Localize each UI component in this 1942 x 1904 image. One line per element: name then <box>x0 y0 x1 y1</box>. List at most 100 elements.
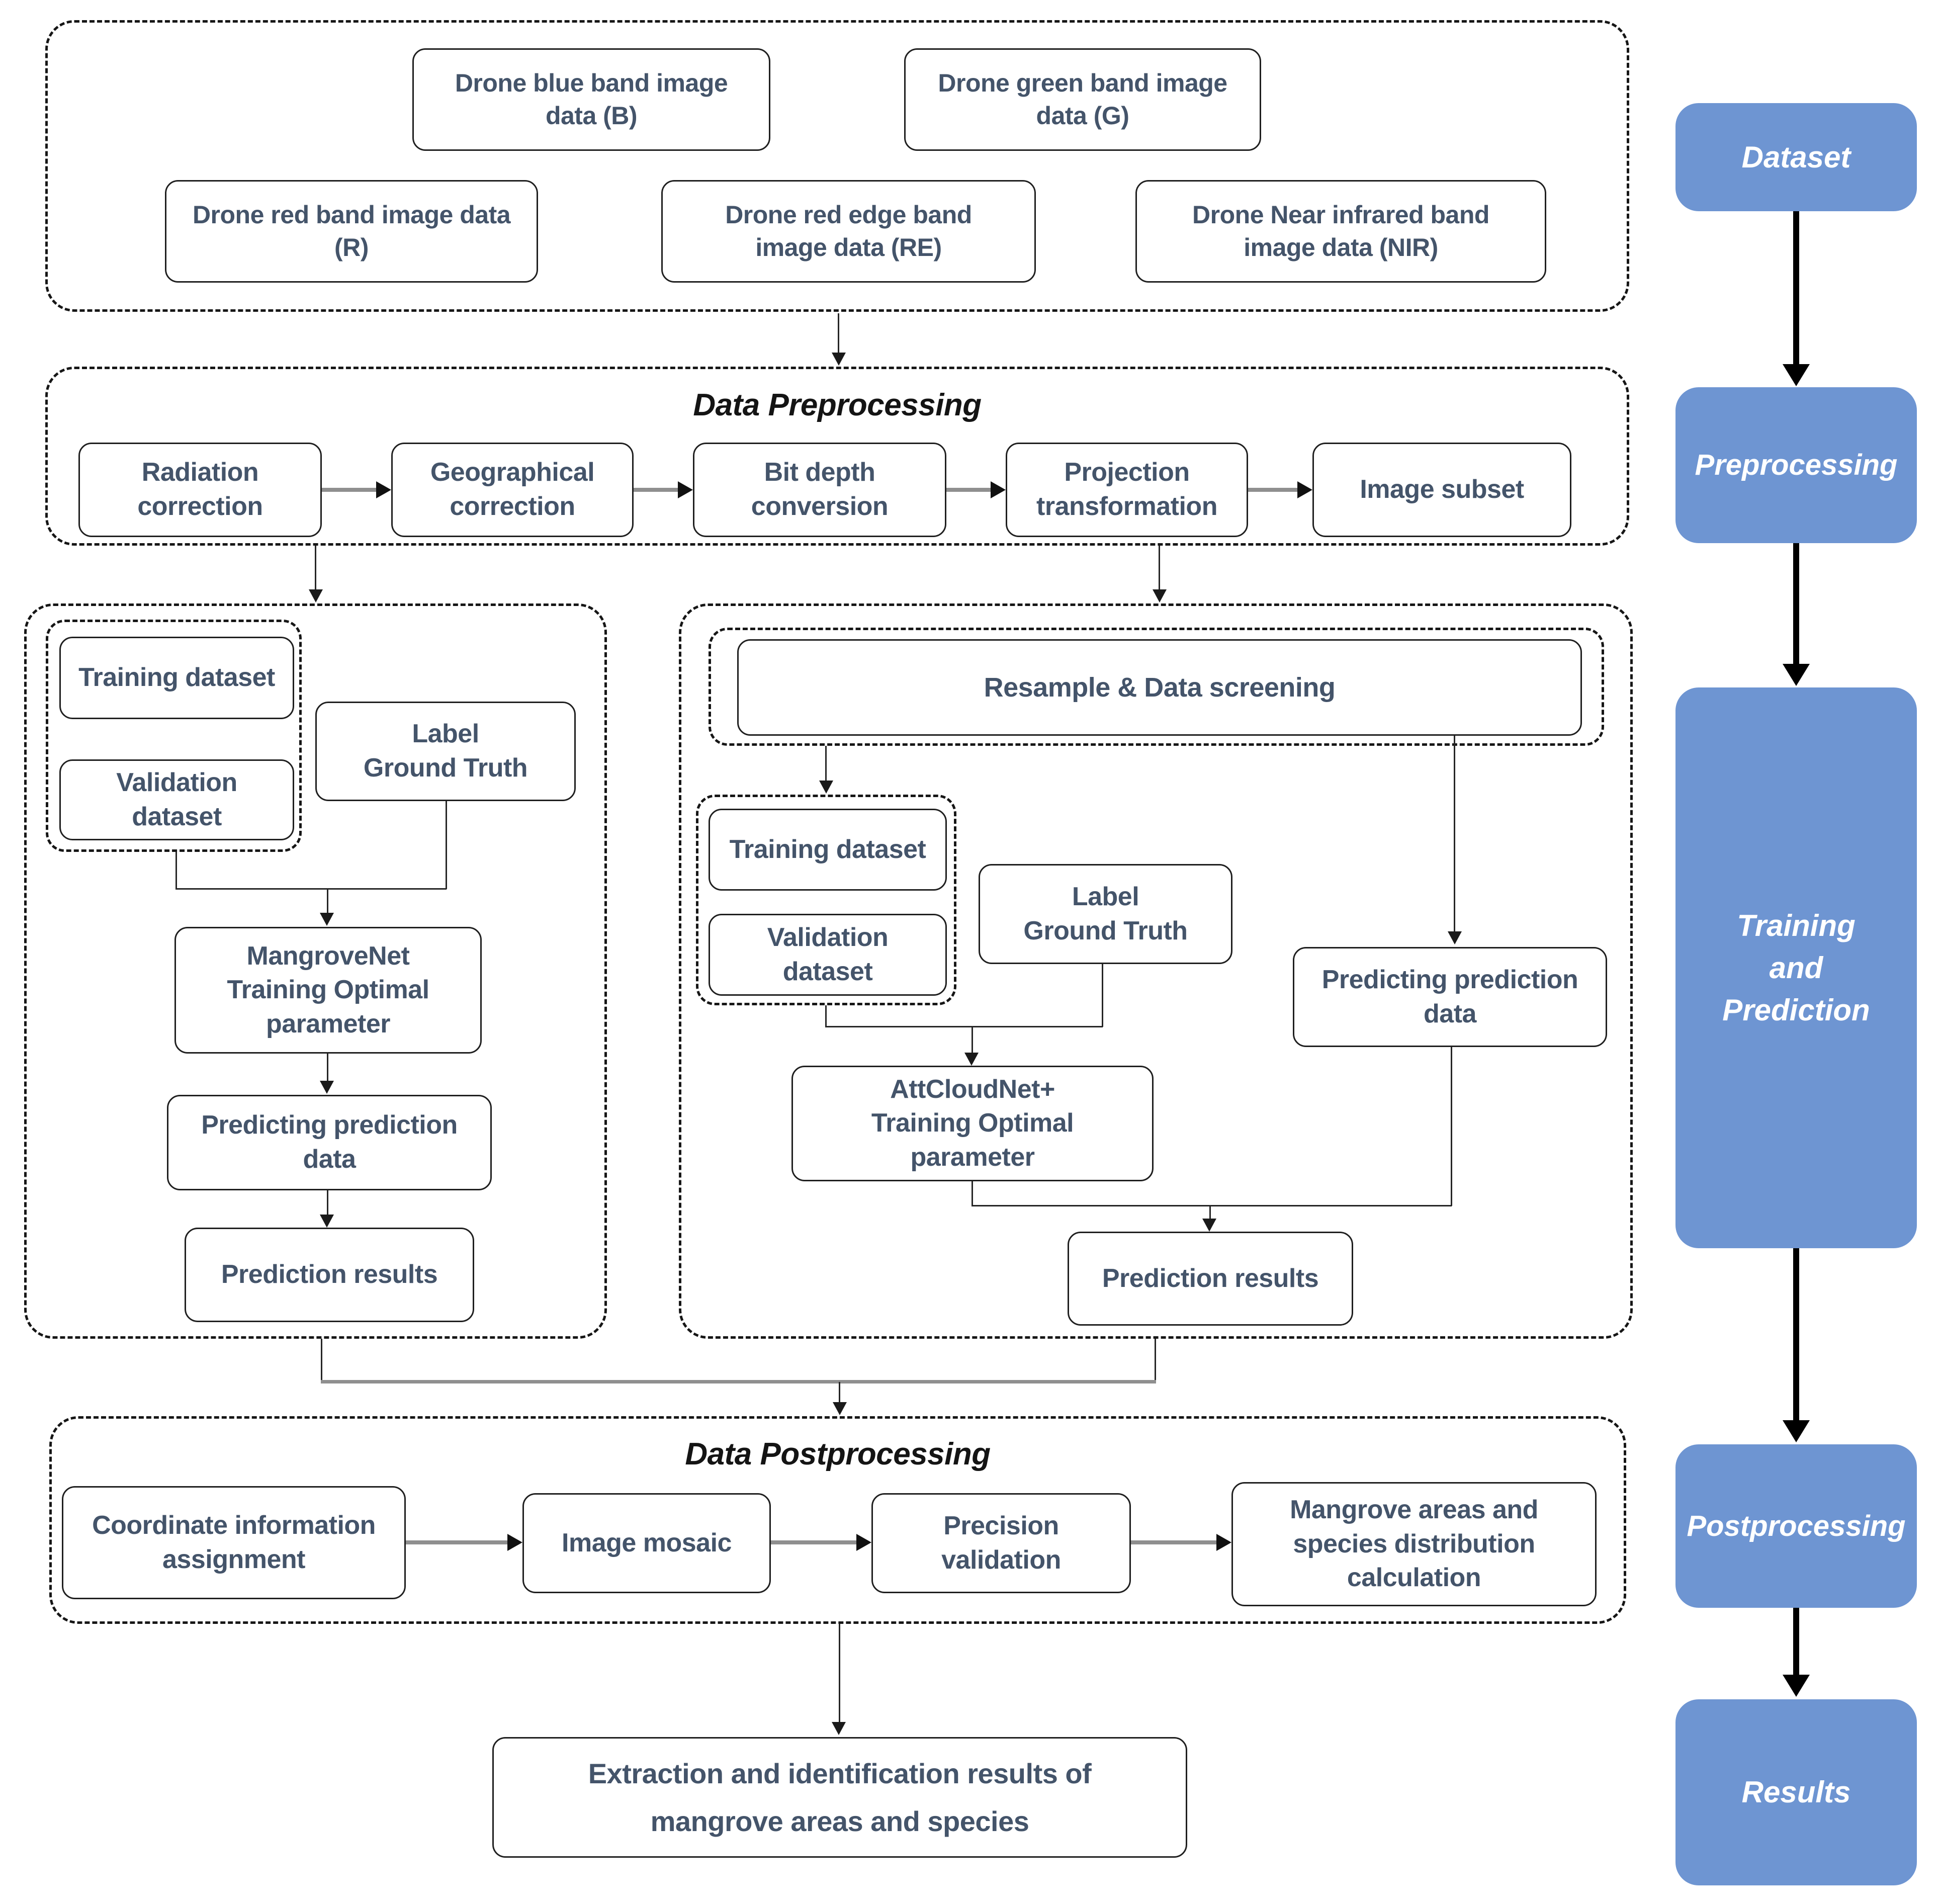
connector-vline <box>1451 1047 1452 1206</box>
node-training-dataset-right: Training dataset <box>709 809 947 891</box>
sidebar-arrow-line <box>1793 1248 1799 1420</box>
node-attcloudnet-training: AttCloudNet+ Training Optimal parameter <box>791 1066 1154 1181</box>
node-label-ground-truth-left: Label Ground Truth <box>315 702 576 801</box>
arrowhead-right <box>376 481 391 498</box>
node-final-output: Extraction and identification results of… <box>492 1737 1187 1858</box>
connector-vline <box>315 546 316 590</box>
stage-training-prediction: Training and Prediction <box>1675 687 1917 1248</box>
node-prediction-results-right: Prediction results <box>1068 1232 1353 1326</box>
node-coordinate-assignment: Coordinate information assignment <box>62 1486 406 1599</box>
sidebar-arrow-line <box>1793 1608 1799 1675</box>
connector-gline <box>634 488 678 492</box>
arrowhead-down <box>320 913 334 926</box>
node-drone-blue-band: Drone blue band image data (B) <box>412 48 770 151</box>
training-right-section <box>679 603 1633 1339</box>
resample-group <box>709 628 1604 746</box>
connector-vline <box>327 1190 328 1216</box>
arrowhead-down <box>1783 664 1810 686</box>
node-training-dataset-left: Training dataset <box>59 637 294 719</box>
arrowhead-down <box>833 1402 847 1415</box>
connector-gline <box>771 1540 856 1544</box>
train-val-group-right <box>696 795 956 1005</box>
node-drone-red-edge-band: Drone red edge band image data (RE) <box>661 180 1036 283</box>
connector-vline <box>1159 546 1160 590</box>
arrowhead-down <box>1783 1420 1810 1442</box>
node-radiation-correction: Radiation correction <box>78 443 322 537</box>
node-predicting-data-left: Predicting prediction data <box>167 1095 492 1190</box>
connector-gline <box>1131 1540 1216 1544</box>
connector-gline <box>946 488 991 492</box>
postprocessing-section <box>49 1416 1626 1624</box>
preprocessing-title: Data Preprocessing <box>693 388 982 422</box>
node-resample-data-screening: Resample & Data screening <box>737 639 1582 736</box>
connector-vline <box>1209 1205 1211 1220</box>
connector-vline <box>1454 736 1455 932</box>
connector-gline <box>406 1540 507 1544</box>
connector-vline <box>1155 1339 1156 1382</box>
node-bit-depth-conversion: Bit depth conversion <box>693 443 946 537</box>
node-mangrovenet-training: MangroveNet Training Optimal parameter <box>174 927 482 1054</box>
node-image-mosaic: Image mosaic <box>522 1493 771 1593</box>
connector-vline <box>839 1624 840 1722</box>
node-label-ground-truth-right: Label Ground Truth <box>979 864 1232 964</box>
arrowhead-down <box>1783 364 1810 386</box>
node-prediction-results-left: Prediction results <box>185 1228 474 1322</box>
node-image-subset: Image subset <box>1312 443 1571 537</box>
arrowhead-right <box>1297 481 1312 498</box>
sidebar-arrow-line <box>1793 543 1799 664</box>
connector-vline <box>825 746 827 782</box>
connector-hline <box>825 1026 1103 1027</box>
arrowhead-down <box>320 1081 334 1094</box>
arrowhead-down <box>832 353 846 366</box>
dataset-section <box>45 20 1629 312</box>
arrowhead-down <box>1783 1675 1810 1697</box>
arrowhead-down <box>1202 1219 1216 1232</box>
sidebar-arrow-line <box>1793 211 1799 364</box>
connector-vline <box>175 852 177 889</box>
stage-dataset: Dataset <box>1675 103 1917 211</box>
preprocessing-section <box>45 367 1629 546</box>
arrowhead-down <box>819 781 833 794</box>
node-mangrove-distribution: Mangrove areas and species distribution … <box>1231 1482 1597 1606</box>
connector-vline <box>327 888 328 914</box>
connector-vline <box>825 1005 827 1027</box>
node-drone-red-band: Drone red band image data (R) <box>165 180 538 283</box>
arrowhead-down <box>1153 589 1167 602</box>
connector-vline <box>327 1054 328 1082</box>
connector-vline <box>446 801 447 889</box>
stage-results: Results <box>1675 1699 1917 1885</box>
connector-vline <box>321 1339 322 1382</box>
arrowhead-right <box>678 481 693 498</box>
postprocessing-title: Data Postprocessing <box>685 1437 991 1472</box>
stage-preprocessing: Preprocessing <box>1675 387 1917 543</box>
connector-vline <box>838 313 839 354</box>
arrowhead-down <box>1448 931 1462 944</box>
stage-postprocessing: Postprocessing <box>1675 1444 1917 1608</box>
node-validation-dataset-left: Validation dataset <box>59 759 294 840</box>
connector-vline <box>1102 964 1103 1027</box>
arrowhead-down <box>964 1053 979 1066</box>
training-left-section <box>24 603 607 1339</box>
connector-vline <box>972 1181 973 1206</box>
connector-vline <box>839 1382 840 1403</box>
connector-hline <box>175 888 447 890</box>
connector-gline <box>321 1380 1156 1383</box>
node-geographical-correction: Geographical correction <box>391 443 634 537</box>
connector-hline <box>972 1205 1452 1206</box>
node-validation-dataset-right: Validation dataset <box>709 914 947 996</box>
connector-vline <box>972 1026 973 1054</box>
arrowhead-down <box>309 589 323 602</box>
arrowhead-down <box>832 1722 846 1735</box>
node-precision-validation: Precision validation <box>871 1493 1131 1593</box>
node-predicting-data-right: Predicting prediction data <box>1293 947 1607 1047</box>
train-val-group-left <box>46 620 302 852</box>
node-projection-transformation: Projection transformation <box>1006 443 1248 537</box>
connector-gline <box>322 488 376 492</box>
node-drone-green-band: Drone green band image data (G) <box>904 48 1261 151</box>
arrowhead-right <box>856 1534 871 1551</box>
connector-gline <box>1248 488 1297 492</box>
arrowhead-down <box>320 1215 334 1228</box>
arrowhead-right <box>507 1534 522 1551</box>
node-drone-nir-band: Drone Near infrared band image data (NIR… <box>1135 180 1546 283</box>
